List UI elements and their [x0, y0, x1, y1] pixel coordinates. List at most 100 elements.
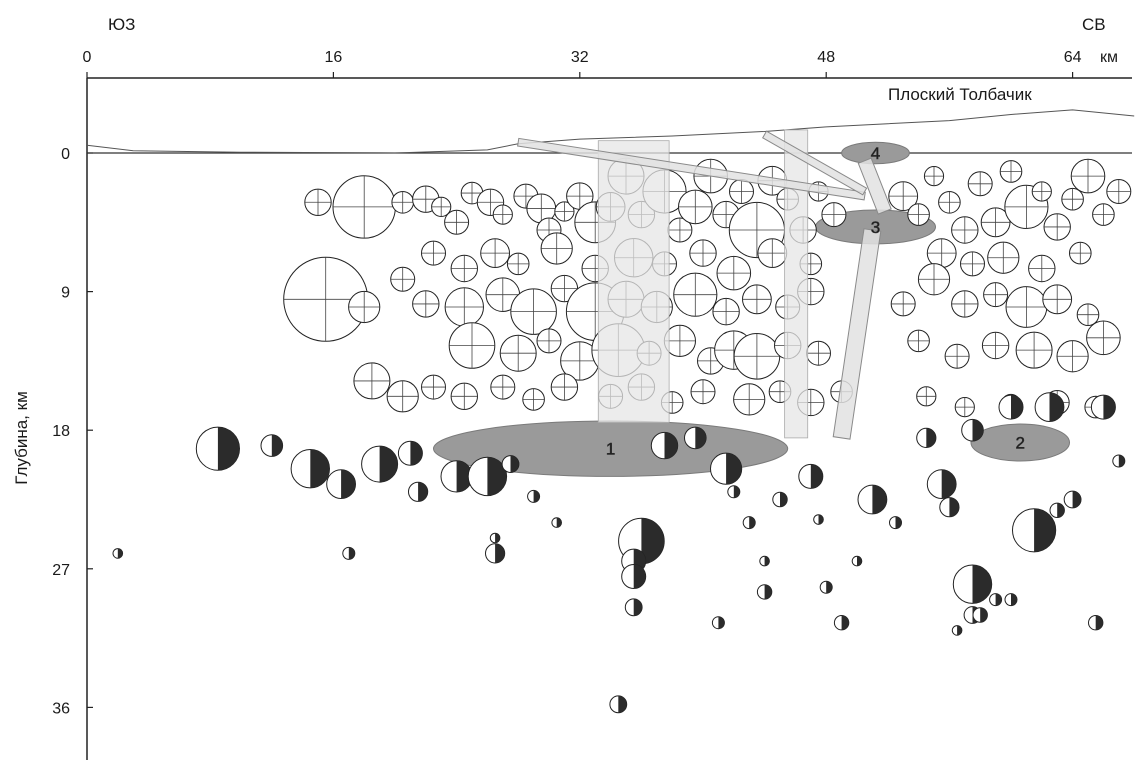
deep-event-marker [408, 481, 429, 502]
shallow-event-marker [450, 254, 478, 283]
shallow-event-marker [960, 251, 985, 277]
event-quadrant [872, 485, 887, 514]
event-quadrant [341, 469, 356, 499]
event-quadrant [749, 516, 756, 529]
event-quadrant [949, 497, 960, 517]
shallow-event-marker [967, 171, 993, 197]
deep-event-marker [1112, 454, 1126, 468]
volcano-label: Плоский Толбачик [888, 85, 1032, 104]
deep-event-marker [756, 584, 773, 600]
deep-event-marker [759, 555, 770, 567]
shallow-event-marker [510, 288, 557, 335]
x-tick-label: 48 [817, 49, 835, 66]
zone-label: 3 [871, 218, 880, 237]
deep-event-marker [551, 517, 563, 528]
event-quadrant [895, 516, 902, 529]
shallow-event-marker [907, 329, 930, 353]
deep-event-marker [650, 431, 679, 460]
event-quadrant [764, 556, 770, 566]
deep-event-marker [467, 456, 508, 497]
shallow-event-marker [506, 252, 530, 276]
deep-event-marker [624, 598, 643, 617]
zone-label: 1 [606, 440, 615, 459]
x-tick-label: 32 [571, 49, 589, 66]
direction-right-label: СВ [1082, 15, 1106, 34]
deep-event-marker [951, 625, 963, 636]
deep-event-marker [813, 514, 824, 525]
shallow-event-marker [888, 181, 919, 212]
event-quadrant [1118, 455, 1125, 467]
shallow-event-marker [421, 240, 446, 266]
shallow-event-marker [733, 383, 766, 416]
shallow-event-marker [1076, 303, 1100, 327]
shallow-event-marker [712, 297, 740, 326]
x-tick-label: 64 [1064, 49, 1082, 66]
deep-event-marker [1090, 394, 1116, 420]
shallow-event-marker [522, 388, 545, 411]
event-quadrant [533, 490, 540, 503]
shallow-event-marker [1070, 158, 1106, 194]
event-quadrant [1049, 392, 1064, 422]
event-quadrant [379, 446, 398, 483]
deep-event-marker [195, 426, 240, 471]
deep-event-marker [819, 580, 833, 594]
deep-event-marker [1088, 615, 1104, 631]
magma-conduit [857, 157, 892, 215]
zone-label: 2 [1016, 434, 1025, 453]
deep-event-marker [998, 394, 1024, 420]
event-quadrant [1072, 491, 1082, 508]
shallow-event-marker [1042, 284, 1073, 315]
event-quadrant [972, 419, 984, 441]
deep-event-marker [397, 440, 423, 466]
event-quadrant [495, 543, 505, 563]
shallow-event-marker [678, 189, 713, 225]
event-quadrant [857, 556, 862, 566]
deep-event-marker [1049, 502, 1065, 518]
deep-event-marker [527, 489, 541, 503]
event-quadrant [733, 485, 740, 498]
shallow-event-marker [444, 209, 470, 235]
x-tick-label: 16 [325, 49, 343, 66]
shallow-event-marker [821, 202, 847, 228]
shallow-event-marker [1086, 320, 1121, 356]
event-quadrant [818, 514, 824, 525]
deep-event-marker [1012, 508, 1057, 553]
shallow-event-marker [536, 328, 562, 354]
deep-event-marker [260, 434, 284, 457]
y-tick-label: 36 [52, 700, 70, 717]
y-tick-label: 27 [52, 562, 70, 579]
deep-event-marker [989, 593, 1003, 607]
shallow-event-marker [999, 160, 1023, 183]
shallow-event-marker [450, 382, 478, 411]
shallow-event-marker [987, 241, 1020, 274]
shallow-event-marker [733, 332, 781, 380]
shallow-event-marker [673, 272, 718, 317]
deep-event-marker [501, 455, 520, 473]
event-quadrant [641, 518, 665, 564]
magma-conduit [762, 130, 868, 196]
shallow-event-marker [742, 284, 772, 315]
shallow-event-marker [1015, 331, 1053, 369]
magma-conduit [832, 228, 882, 440]
event-quadrant [1034, 508, 1056, 552]
y-axis-title: Глубина, км [12, 391, 31, 485]
event-quadrant [957, 625, 962, 636]
shallow-event-marker [1005, 286, 1048, 328]
shallow-event-marker [689, 239, 717, 267]
y-tick-label: 9 [61, 285, 70, 302]
deep-event-marker [326, 469, 357, 500]
deep-event-marker [857, 484, 888, 515]
shallow-event-marker [981, 331, 1010, 360]
shallow-event-marker [667, 217, 693, 243]
event-quadrant [995, 593, 1002, 606]
reservoir-zone [970, 423, 1071, 462]
shallow-event-marker [890, 291, 916, 317]
deep-event-marker [710, 452, 743, 485]
shallow-event-marker [1106, 179, 1132, 204]
deep-event-marker [742, 516, 756, 530]
shallow-event-marker [1031, 181, 1052, 202]
deep-event-marker [851, 555, 863, 567]
shallow-event-marker [916, 386, 937, 407]
event-quadrant [410, 441, 423, 466]
